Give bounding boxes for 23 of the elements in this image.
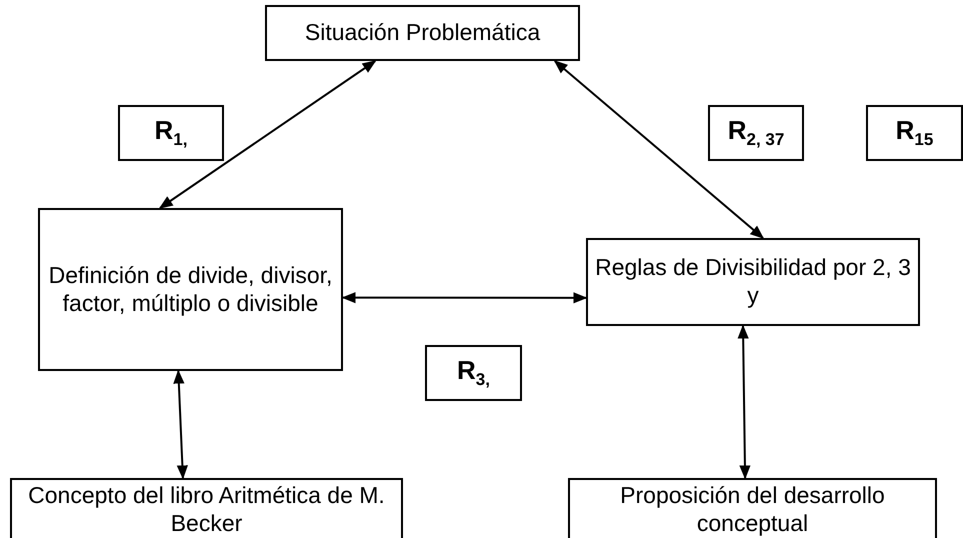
box-text: Situación Problemática	[304, 19, 542, 47]
arrow	[738, 324, 751, 480]
box-text: R$_{2, 37}$	[726, 115, 786, 151]
concept-box	[568, 478, 937, 538]
box-text: R$_{3,}$	[456, 355, 491, 391]
relation-label-box	[425, 345, 522, 401]
box-text: R$_{1,}$	[154, 115, 188, 151]
arrow	[342, 292, 588, 304]
box-text: Reglas de Divisibilidad por 2, 3 y	[594, 254, 912, 310]
box-text: Proposición del desarrollo conceptual	[619, 482, 886, 538]
concept-box	[38, 208, 343, 371]
arrow	[554, 60, 764, 239]
arrow	[158, 60, 376, 209]
relation-label-box	[866, 105, 963, 161]
box-text: Definición de divide, divisor, factor, múltiplo o divisible	[48, 262, 334, 318]
relation-label-box	[118, 105, 224, 161]
box-text: Concepto del libro Aritmética de M. Becker	[27, 482, 386, 538]
arrow	[173, 370, 188, 480]
concept-box	[586, 238, 920, 326]
concept-box	[10, 478, 403, 538]
concept-box	[265, 5, 580, 61]
relation-label-box	[708, 105, 804, 161]
box-text: R$_{15}$	[894, 115, 934, 151]
